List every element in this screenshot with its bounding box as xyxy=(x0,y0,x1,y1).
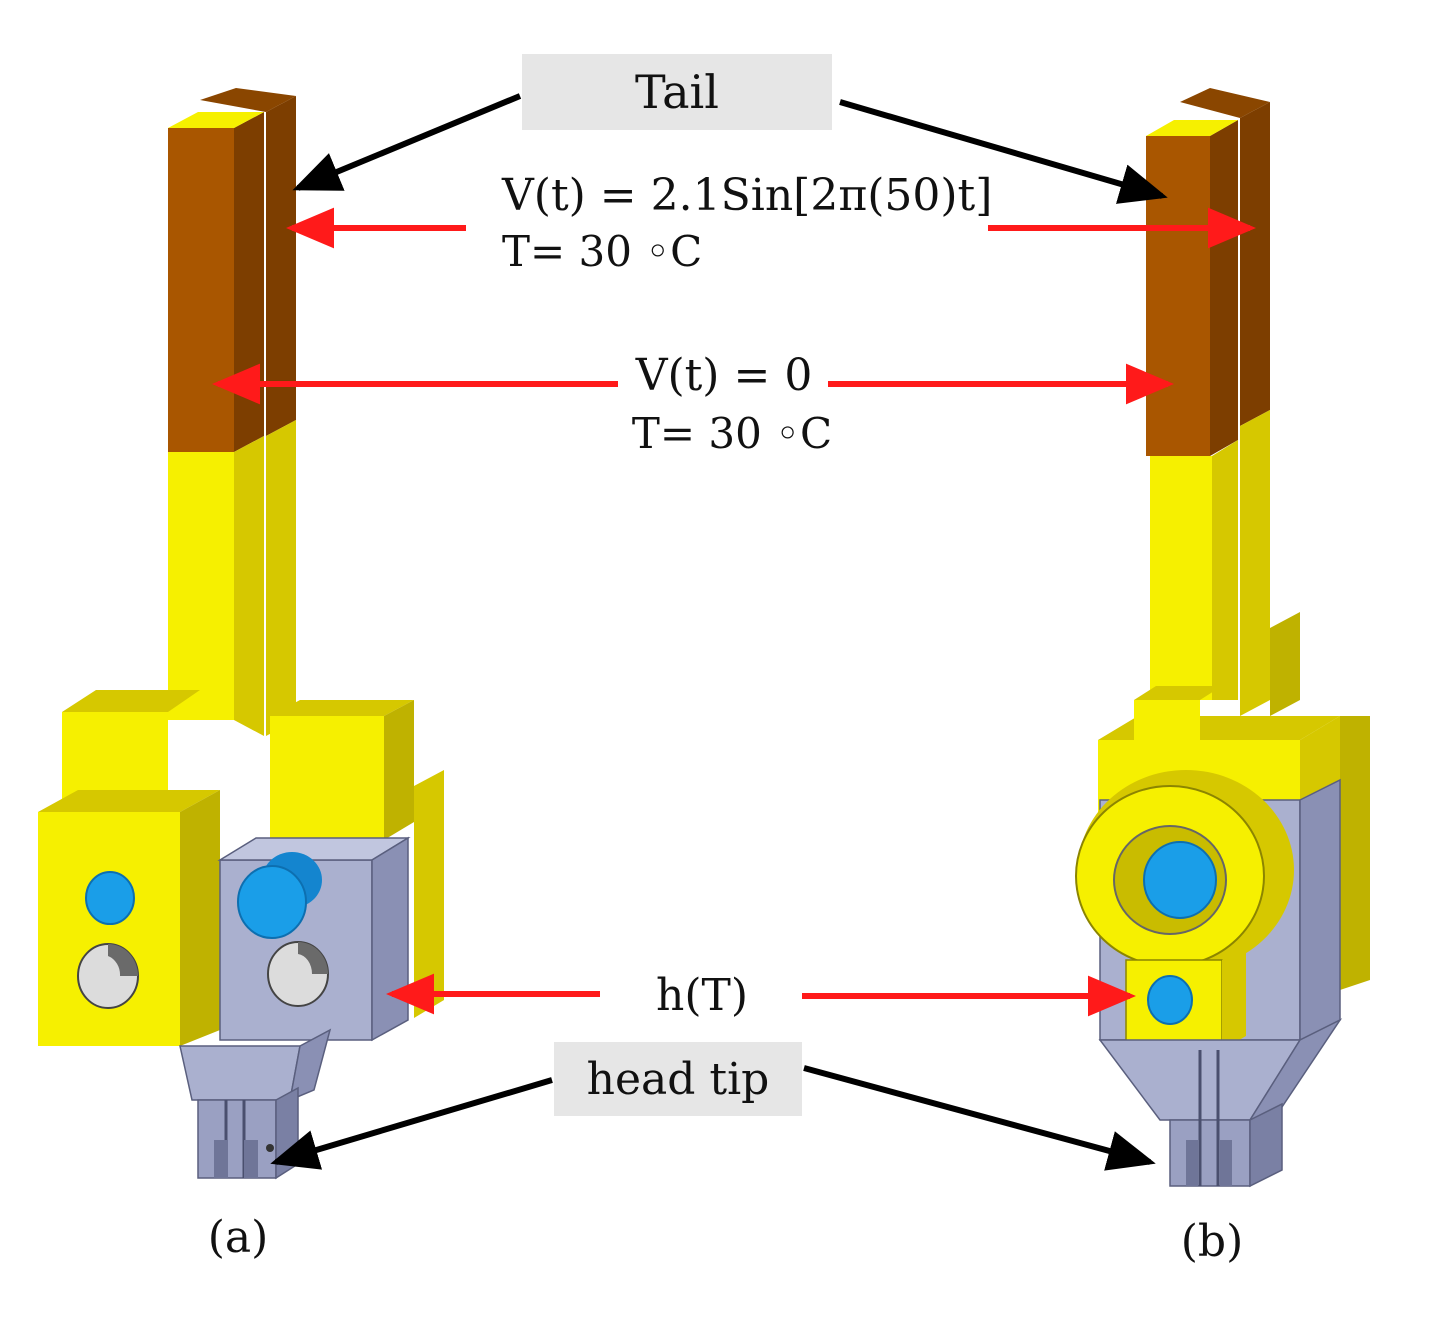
voltage-active-label: V(t) = 2.1Sin[2π(50)t] xyxy=(501,170,992,221)
voltage-zero-label: V(t) = 0 xyxy=(635,350,813,401)
actuator-a xyxy=(38,88,444,1180)
hole-blue-b1 xyxy=(1147,975,1193,1025)
head-tip-arrow-b xyxy=(803,1065,1156,1171)
actuator-a-back-beam xyxy=(200,88,296,736)
black-arrows xyxy=(270,93,1168,1171)
pin-blue-b xyxy=(1143,841,1217,919)
actuator-a-shoulder xyxy=(62,690,444,1018)
hole-blue-a1 xyxy=(85,871,135,925)
actuator-b-front-beam xyxy=(1146,120,1238,700)
tail-label: Tail xyxy=(635,65,719,119)
actuator-a-front-beam xyxy=(168,112,264,736)
actuator-b-head-tip xyxy=(1098,1018,1343,1188)
tail-label-box xyxy=(522,54,832,130)
convection-label: h(T) xyxy=(656,970,748,1021)
panel-b-label: (b) xyxy=(1181,1216,1244,1267)
tail-arrow-b xyxy=(839,99,1168,204)
actuator-b-ring-lever xyxy=(1075,686,1294,1051)
actuator-b-back-beam xyxy=(1180,88,1300,716)
head-tip-label-box xyxy=(554,1042,802,1116)
head-tip-arrow-a xyxy=(270,1077,553,1170)
temp-active-label: T= 30 ◦C xyxy=(502,227,702,276)
panel-a-label: (a) xyxy=(208,1212,269,1263)
red-arrows xyxy=(212,207,1256,1017)
actuator-a-head-tip xyxy=(179,1028,332,1180)
head-tip-label: head tip xyxy=(587,1054,770,1105)
temp-zero-label: T= 30 ◦C xyxy=(632,409,832,458)
actuator-b xyxy=(1075,88,1370,1188)
actuator-a-clamp xyxy=(217,836,411,1042)
tail-arrow-a xyxy=(292,93,522,191)
actuator-a-front-block xyxy=(38,790,220,1046)
